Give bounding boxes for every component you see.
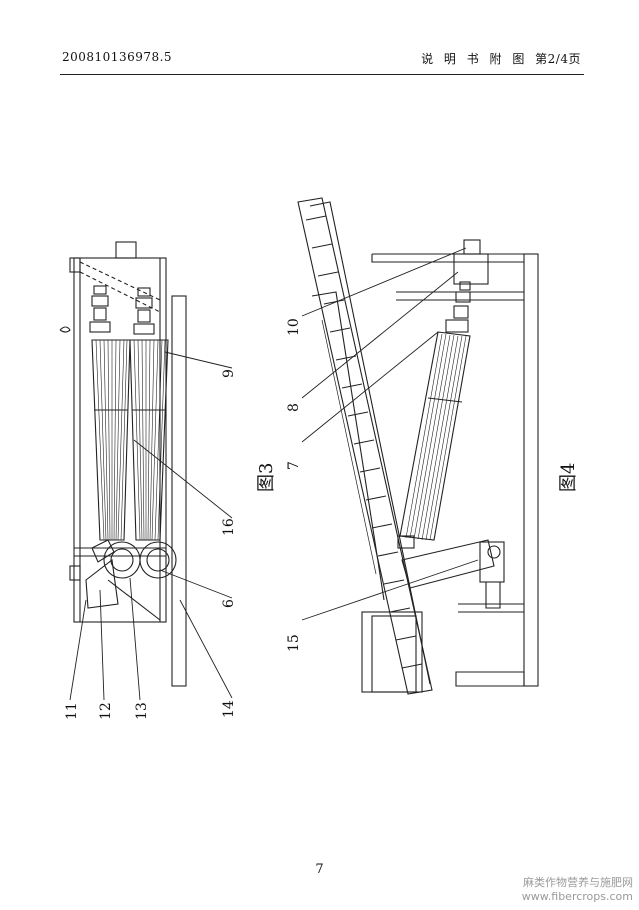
figure-3: 9 16 6 14 11 12 13 图3 — [59, 241, 277, 720]
watermark-line2: www.fibercrops.com — [521, 890, 633, 903]
fig3-callout-16: 16 — [221, 518, 237, 536]
header-rule — [60, 74, 584, 75]
fig3-universal-joints — [89, 285, 155, 335]
fig4-cylinder — [401, 539, 505, 609]
fig4-callout-8: 8 — [286, 403, 302, 412]
header-right: 说 明 书 附 图 第2/4页 — [421, 50, 581, 67]
fig4-motor-box — [453, 253, 489, 285]
fig4-callout-7: 7 — [286, 461, 302, 470]
section-title: 说 明 书 附 图 — [421, 52, 525, 66]
fig3-top-block — [115, 241, 137, 259]
fig3-side-rail — [171, 295, 187, 687]
fig4-universal-joint — [445, 281, 471, 333]
fig4-callout-15: 15 — [286, 634, 302, 652]
fig4-callout-10: 10 — [286, 318, 302, 336]
patent-number: 200810136978.5 — [62, 50, 173, 64]
watermark-line1: 麻类作物营养与施肥网 — [523, 876, 633, 889]
fig3-leaders — [69, 351, 233, 701]
fig4-ramp — [297, 197, 433, 695]
fig3-callout-9: 9 — [221, 369, 237, 378]
fig3-roller-left — [91, 339, 131, 541]
fig3-roller-right — [129, 339, 169, 541]
fig3-callout-12: 12 — [98, 702, 114, 720]
watermark: 麻类作物营养与施肥网 www.fibercrops.com — [522, 876, 633, 904]
page-indicator: 第2/4页 — [535, 52, 581, 66]
fig4-label: 图4 — [558, 463, 579, 492]
fig4-upright — [523, 253, 539, 687]
fig3-label: 图3 — [256, 463, 277, 492]
fig3-callout-6: 6 — [221, 599, 237, 608]
fig4-roller — [397, 331, 471, 549]
fig3-callout-11: 11 — [64, 702, 80, 720]
fig3-hook — [59, 326, 71, 333]
fig3-callout-13: 13 — [134, 702, 150, 720]
page-number: 7 — [315, 862, 324, 877]
figure-4: 10 8 7 15 图4 — [286, 197, 579, 695]
fig4-leaders — [301, 247, 479, 621]
fig3-callout-14: 14 — [221, 700, 237, 718]
fig3-bottom-rolls — [85, 539, 177, 621]
